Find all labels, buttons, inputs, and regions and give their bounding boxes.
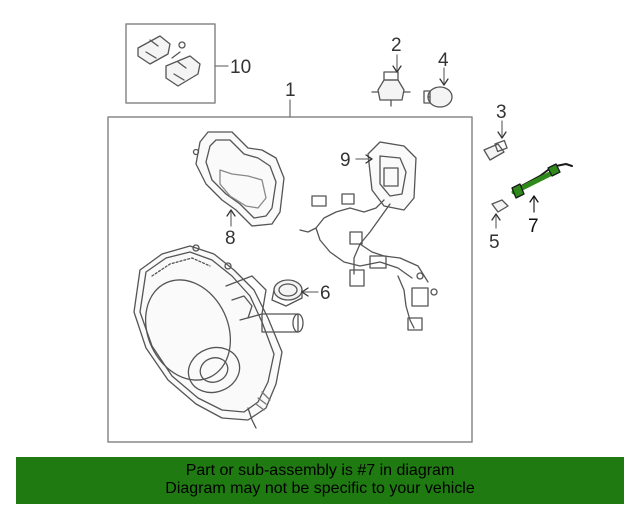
part-5-clip[interactable] xyxy=(491,199,509,213)
callout-10: 10 xyxy=(230,57,251,78)
callout-8: 8 xyxy=(225,228,236,249)
callout-7: 7 xyxy=(528,216,539,237)
callout-9: 9 xyxy=(340,150,351,171)
part-8-gasket[interactable] xyxy=(192,131,285,227)
part-7-harness[interactable] xyxy=(511,163,573,199)
callout-6: 6 xyxy=(320,283,331,304)
part-2-bulb[interactable] xyxy=(371,71,411,107)
part-3-bulb[interactable] xyxy=(483,139,508,161)
part-info-banner: Part or sub-assembly is #7 in diagram Di… xyxy=(16,457,624,504)
callout-3: 3 xyxy=(496,102,507,123)
banner-line-1: Part or sub-assembly is #7 in diagram xyxy=(185,462,455,479)
part-9-socket-harness[interactable] xyxy=(299,141,438,331)
headlamp-housing xyxy=(133,244,304,429)
banner-line-2: Diagram may not be specific to your vehi… xyxy=(165,480,475,497)
callout-4: 4 xyxy=(438,50,449,71)
part-10-clip-kit[interactable] xyxy=(125,23,216,104)
part-6-socket[interactable] xyxy=(271,279,303,307)
part-4-bulb[interactable] xyxy=(423,86,453,108)
callout-5: 5 xyxy=(489,232,500,253)
callout-1: 1 xyxy=(285,80,296,101)
callout-2: 2 xyxy=(391,35,402,56)
